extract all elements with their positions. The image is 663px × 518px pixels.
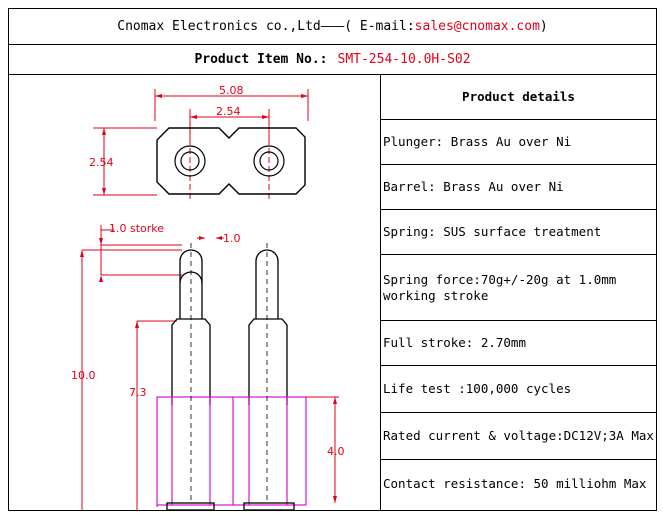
product-item-header: Product Item No.: SMT-254-10.0H-S02 [9, 45, 656, 75]
detail-barrel: Barrel: Brass Au over Ni [381, 165, 656, 210]
solder-feet [166, 502, 295, 511]
dim-total-height: 10.0 [71, 369, 96, 382]
dim-total-width: 5.08 [219, 84, 244, 97]
item-number: SMT-254-10.0H-S02 [337, 52, 471, 67]
detail-life-test: Life test :100,000 cycles [381, 366, 656, 413]
product-details-panel: Product details Plunger: Brass Au over N… [381, 75, 656, 510]
drawing-svg: 5.08 2.54 2.54 [71, 84, 345, 515]
detail-spring-force: Spring force:70g+/-20g at 1.0mm working … [381, 255, 656, 321]
detail-plunger: Plunger: Brass Au over Ni [381, 120, 656, 165]
email-link[interactable]: sales@cnomax.com [414, 19, 540, 34]
dim-body-height: 7.3 [129, 386, 147, 399]
connector-outline [156, 127, 306, 195]
item-label: Product Item No.: [194, 52, 328, 67]
details-title: Product details [381, 75, 656, 120]
company-header: Cnomax Electronics co.,Ltd———( E-mail: s… [9, 9, 656, 45]
dim-pitch: 2.54 [216, 105, 241, 118]
housing [156, 396, 307, 506]
technical-drawing: 5.08 2.54 2.54 [9, 75, 381, 515]
side-view: 1.0 storke 1.0 10.0 7.3 4.0 [71, 222, 345, 515]
detail-full-stroke: Full stroke: 2.70mm [381, 321, 656, 366]
detail-contact-resistance: Contact resistance: 50 milliohm Max [383, 476, 647, 491]
dim-stroke: 1.0 storke [109, 222, 164, 235]
top-view: 5.08 2.54 2.54 [89, 84, 309, 200]
detail-spring: Spring: SUS surface treatment [381, 210, 656, 255]
drawing-sheet: Cnomax Electronics co.,Ltd———( E-mail: s… [8, 8, 657, 515]
dim-tip: 1.0 [223, 232, 241, 245]
detail-rated: Rated current & voltage:DC12V;3A Max [381, 413, 656, 460]
dim-top-height: 2.54 [89, 156, 114, 169]
header-closing: ) [539, 19, 548, 34]
company-name: Cnomax Electronics co.,Ltd———( E-mail: [117, 19, 415, 34]
pin-right [248, 249, 288, 405]
dim-base-height: 4.0 [327, 445, 345, 458]
